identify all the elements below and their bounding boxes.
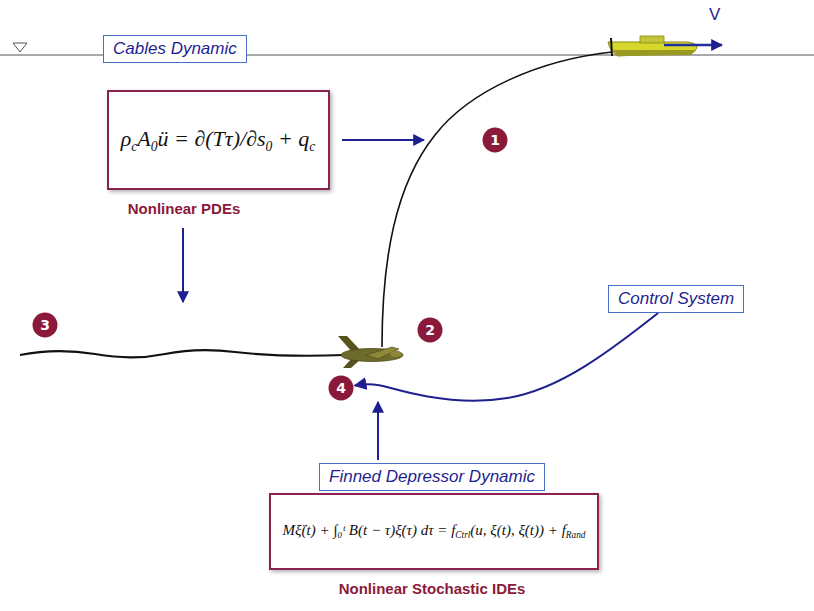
callout-number: 2 — [425, 323, 435, 337]
equation-type-caption: Nonlinear Stochastic IDEs — [339, 580, 526, 597]
math-subscript: c — [309, 138, 315, 153]
equation-box: Mξ̈(t) + ∫₀ᵗ B(t − τ)ξ̇(τ) dτ = fCtrl(u,… — [269, 493, 600, 570]
pointer-arrow — [342, 139, 424, 141]
ship-cabin — [640, 36, 664, 43]
velocity-arrow — [664, 44, 722, 47]
math-run: ρ — [121, 126, 132, 151]
title-box: Control System — [608, 285, 744, 313]
box-title: Control System — [618, 289, 734, 308]
math-subscript: 0 — [266, 138, 273, 153]
pointer-arrow — [377, 402, 379, 460]
control-link — [355, 313, 658, 401]
tow-cable — [382, 52, 612, 347]
depressor-nose — [390, 351, 402, 357]
callout-number: 1 — [490, 133, 500, 147]
callout-circle — [483, 128, 508, 153]
equation-type-caption: Nonlinear PDEs — [128, 200, 241, 217]
math-run: A — [137, 126, 150, 151]
callout-number: 4 — [336, 381, 346, 395]
math-subscript: c — [131, 138, 137, 153]
equation: ρcA0ü = ∂(Tτ)/∂s0 + qc — [121, 126, 316, 155]
math-subscript: Rand — [566, 531, 586, 541]
math-run: ü = ∂(Tτ)/∂s — [158, 126, 266, 151]
equation: Mξ̈(t) + ∫₀ᵗ B(t − τ)ξ̇(τ) dτ = fCtrl(u,… — [283, 522, 586, 540]
math-subscript: Ctrl — [455, 531, 470, 541]
title-box: Finned Depressor Dynamic — [319, 463, 545, 491]
equation-box: ρcA0ü = ∂(Tτ)/∂s0 + qcNonlinear PDEs — [107, 90, 330, 190]
pointer-arrow — [182, 228, 184, 302]
box-title: Finned Depressor Dynamic — [329, 467, 535, 486]
callout-number: 3 — [32, 312, 58, 338]
math-subscript: 0 — [151, 138, 158, 153]
callout-number: 3 — [40, 318, 50, 332]
box-title: Cables Dynamic — [113, 39, 237, 58]
ship-hull-lower — [612, 50, 696, 56]
callout-circle — [329, 376, 354, 401]
callout-circle — [33, 313, 58, 338]
callout-circle — [418, 318, 443, 343]
callout-number: 2 — [417, 317, 443, 343]
water-level-symbol — [13, 43, 27, 52]
math-run: + q — [272, 126, 309, 151]
ship-stern-post — [611, 38, 612, 56]
velocity-label: V — [709, 5, 720, 25]
towed-array-cable — [20, 350, 345, 357]
math-run: (u, ξ(t), ξ̇(t)) + f — [470, 522, 565, 538]
callout-number: 4 — [328, 375, 354, 401]
callout-number: 1 — [482, 127, 508, 153]
title-box: Cables Dynamic — [103, 35, 247, 63]
math-run: Mξ̈(t) + ∫₀ᵗ B(t − τ)ξ̇(τ) dτ = f — [283, 522, 456, 538]
